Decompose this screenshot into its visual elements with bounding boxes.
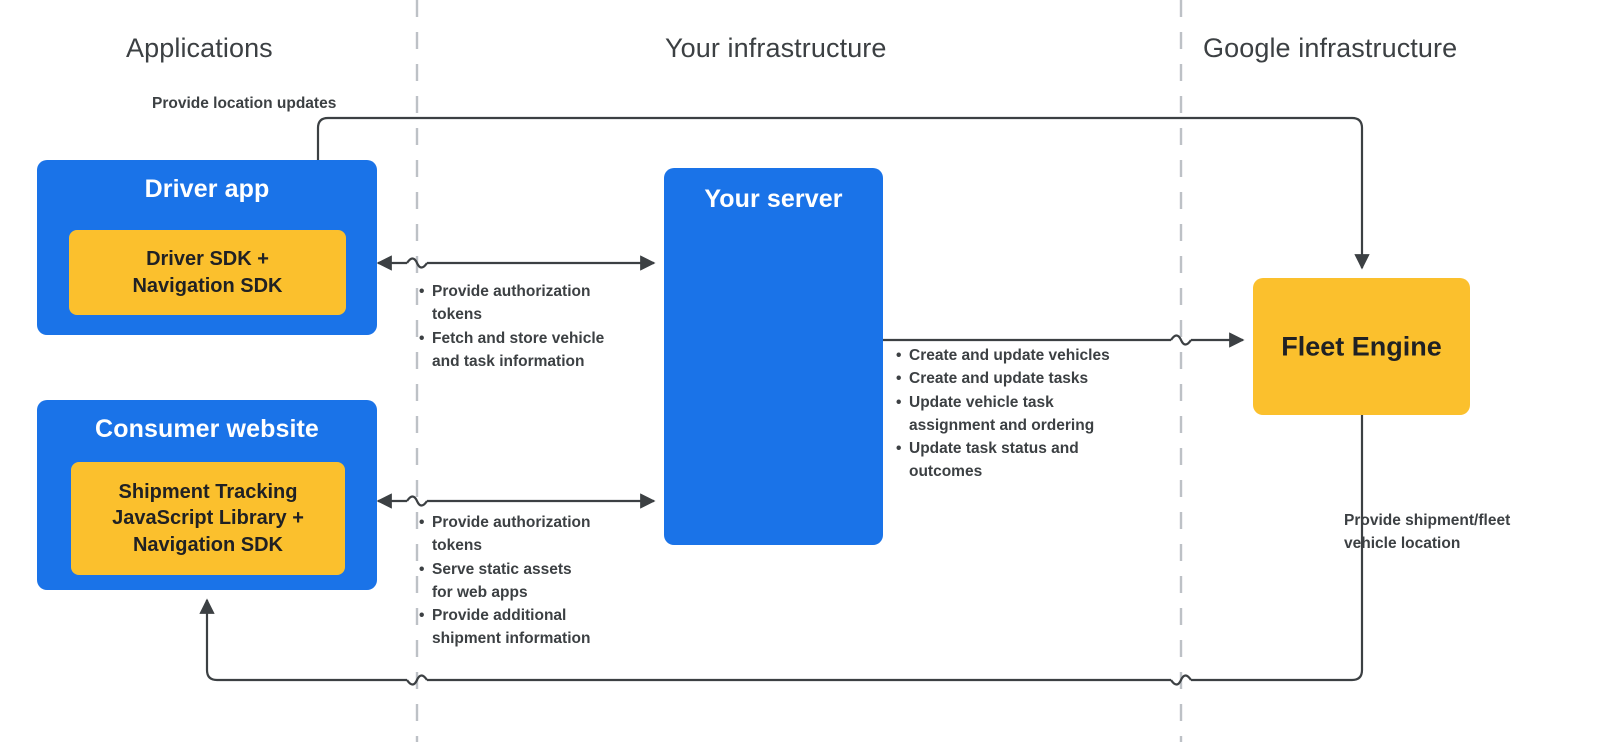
connector-server-to-consumer-website [376,493,656,509]
edge-label-provide-shipment-fleet-vehicle-location: Provide shipment/fleet vehicle location [1344,512,1511,553]
bullet-item: Serve static assets for web apps [419,558,654,605]
bullet-item: Update task status and outcomes [896,437,1158,484]
edge-label-provide-location-updates: Provide location updates [152,95,337,112]
bullet-item: Provide authorization tokens [419,280,654,327]
bullet-item: Update vehicle task assignment and order… [896,391,1158,438]
bullet-item: Provide authorization tokens [419,511,654,558]
node-driver-app-title: Driver app [144,175,270,203]
bullet-item: Provide additional shipment information [419,604,654,651]
node-shipment-tracking-library-label: Shipment Tracking JavaScript Library + N… [112,480,304,556]
connector-server-to-driver-sdk [376,255,656,271]
node-shipment-tracking-library[interactable]: Shipment Tracking JavaScript Library + N… [71,462,345,575]
zone-title-google-infrastructure: Google infrastructure [1203,33,1458,63]
node-your-server[interactable]: Your server [664,168,883,545]
node-driver-sdk-label: Driver SDK + Navigation SDK [132,248,283,297]
bullet-list-website-to-server: Provide authorization tokens Serve stati… [419,511,654,651]
bullet-list-server-to-fleet-engine: Create and update vehicles Create and up… [896,344,1158,484]
node-fleet-engine[interactable]: Fleet Engine [1253,278,1470,415]
node-fleet-engine-title: Fleet Engine [1281,331,1442,361]
bullet-item: Create and update vehicles [896,344,1158,368]
node-your-server-title: Your server [704,185,843,213]
bullet-list-driver-to-server: Provide authorization tokens Fetch and s… [419,280,654,373]
bullet-item: Fetch and store vehicle and task informa… [419,327,654,374]
node-driver-sdk[interactable]: Driver SDK + Navigation SDK [69,230,346,315]
node-consumer-website-title: Consumer website [95,415,319,443]
bullet-item: Create and update tasks [896,367,1158,391]
zone-title-your-infrastructure: Your infrastructure [665,33,887,63]
zone-title-applications: Applications [126,33,273,63]
